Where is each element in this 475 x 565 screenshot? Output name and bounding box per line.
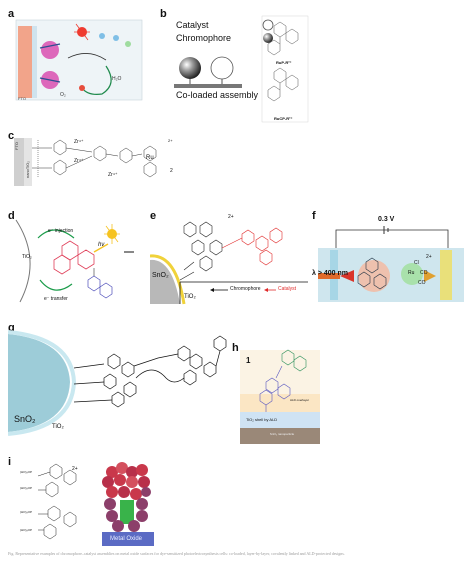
panel-g: g SnO₂ TiO₂	[8, 322, 238, 442]
catalyst-legend-icon	[263, 20, 273, 30]
voltage-label: 0.3 V	[378, 216, 394, 223]
ald-overlayer-label: ALD overlayer	[290, 398, 318, 402]
panel-i: i 2+ (HO)₂OP (HO)₂OP (HO)₂OP (HO)₂OP	[8, 456, 168, 548]
po3-label-4: (HO)₂OP	[20, 528, 32, 532]
sno2-label-e: SnO₂	[152, 272, 169, 279]
panel-b: b Catalyst Chromophore Co-loade	[160, 8, 310, 124]
zr-label-1: Zr⁴⁺	[74, 139, 84, 145]
panel-a: a H₂O O₂ FTO	[8, 8, 148, 104]
panel-a-illustration: H₂O O₂	[8, 8, 148, 104]
co-label-2: CO	[418, 280, 426, 286]
tio2-label-e: TiO₂	[184, 294, 196, 300]
nanotio2-label: nanoTiO₂	[25, 161, 30, 178]
wavelength-label: λ > 400 nm	[312, 270, 348, 277]
ru-label: Ru	[146, 155, 154, 161]
panel-f-illustration	[312, 210, 468, 306]
svg-text:H₂O: H₂O	[112, 76, 122, 82]
chromophore-arrow-label: Chromophore	[230, 286, 261, 292]
zr-label-2: Zr⁴⁺	[74, 158, 84, 164]
charge-label-f: 2+	[426, 254, 432, 260]
panel-d: d e⁻ injection hν TiO₂ e⁻ transfer	[8, 210, 146, 306]
po3-label-3: (HO)₂OP	[20, 510, 32, 514]
number-1-label: 1	[246, 356, 250, 365]
charge-label-e: 2+	[228, 214, 234, 220]
tio2-ald-label: TiO₂ shell by ALD	[246, 417, 277, 422]
subscript-2: 2	[170, 168, 173, 174]
panel-e: e 2+ SnO₂ TiO₂ Chromophore Catalyst	[150, 210, 308, 306]
complex-bottom-label: RuCP-R²⁺	[274, 116, 293, 121]
cl-label: Cl	[414, 260, 419, 266]
hv-label: hν	[98, 242, 104, 248]
panel-c-illustration	[8, 130, 188, 188]
panel-a-fto-label: FTO	[18, 96, 26, 101]
catalyst-arrow-label: Catalyst	[278, 286, 296, 292]
co-label-1: CO	[420, 270, 428, 276]
tio2-label-g: TiO₂	[52, 424, 64, 430]
svg-text:O₂: O₂	[60, 92, 66, 98]
tio2-label-d: TiO₂	[22, 254, 32, 260]
figure-caption: Fig. Representative examples of chromoph…	[8, 551, 468, 563]
panel-h: h 1 ALD overlayer TiO₂ shell by ALD SnO₂…	[232, 342, 322, 446]
e-transfer-label: e⁻ transfer	[44, 296, 68, 302]
metal-oxide-label: Metal Oxide	[110, 536, 142, 542]
panel-c: c FTO nanoTiO₂ Zr⁴⁺ Zr⁴⁺ Zr⁴⁺ Ru 2 2+	[8, 130, 188, 188]
panel-g-illustration	[8, 322, 238, 442]
panel-i-illustration	[8, 456, 168, 548]
panel-f: f 0.3 V λ > 400 nm 2+ Cl Ru CO CO	[312, 210, 468, 306]
sno2-label-g: SnO₂	[14, 414, 36, 424]
po3-label-1: (HO)₂OP	[20, 470, 32, 474]
panel-b-illustration	[160, 8, 310, 124]
charge-label-i: 2+	[72, 466, 78, 472]
po3-label-2: (HO)₂OP	[20, 486, 32, 490]
complex-top-label: RuP-R²⁺	[276, 60, 292, 65]
zr-label-3: Zr⁴⁺	[108, 172, 118, 178]
sno2-nanoparticle-label: SnO₂ nanoparticle	[262, 432, 302, 436]
assembly-label: Co-loaded assembly	[176, 90, 258, 100]
ru-label-f: Ru	[408, 270, 414, 276]
e-injection-label: e⁻ injection	[48, 228, 73, 234]
charge-label: 2+	[168, 138, 173, 143]
fto-label: FTO	[14, 142, 19, 150]
